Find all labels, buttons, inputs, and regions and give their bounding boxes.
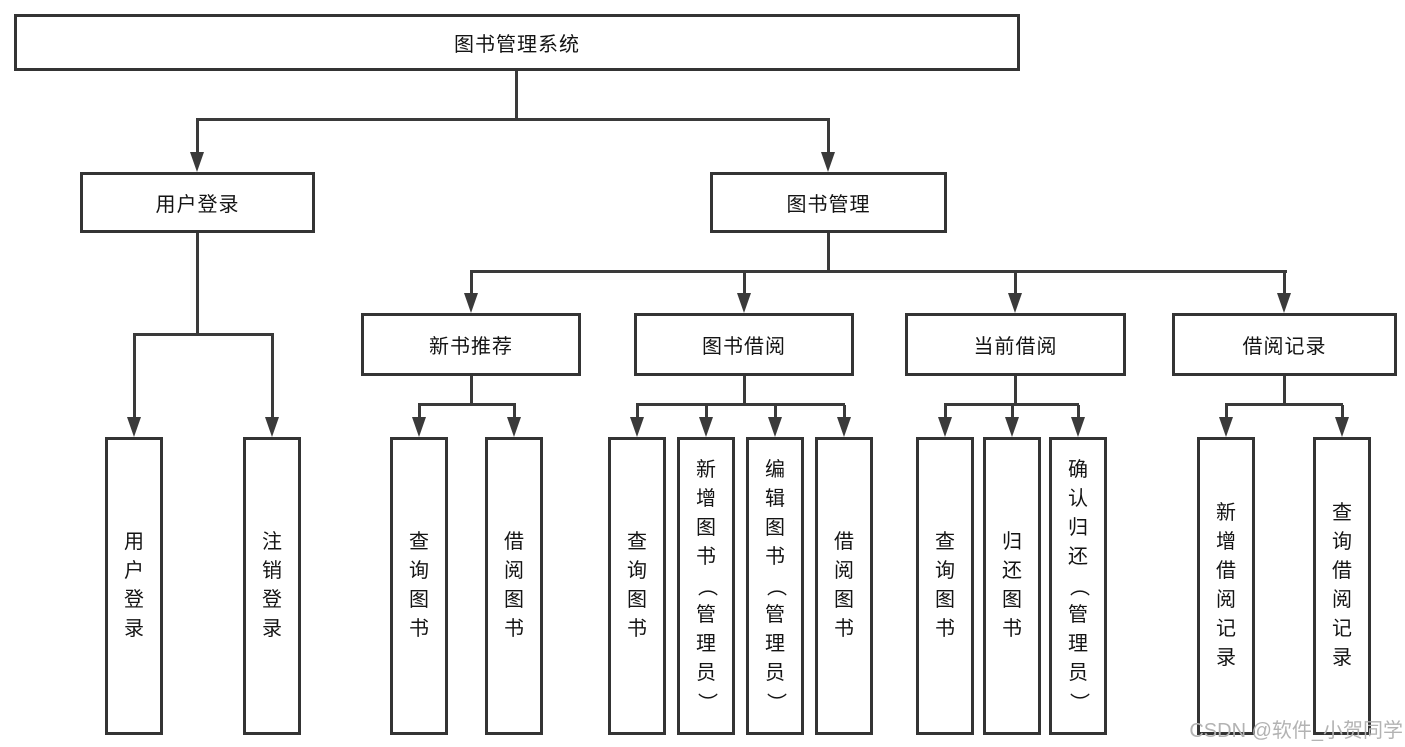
leaf-label: 查询图书 [409, 531, 429, 640]
leaf-label: 归还图书 [1002, 531, 1022, 640]
leaf-query-borrow-record: 查询借阅记录 [1313, 437, 1371, 735]
leaf-user-login: 用户登录 [105, 437, 163, 735]
connector-root-stem [515, 70, 518, 120]
connector-drop [1077, 405, 1080, 417]
arrow-down-icon [190, 152, 204, 172]
arrow-down-icon [737, 293, 751, 313]
leaf-label: 新增图书（管理员） [695, 458, 718, 713]
arrow-down-icon [127, 417, 141, 437]
arrow-down-icon [507, 417, 521, 437]
connector-recommend-stem [470, 375, 473, 405]
node-label: 新书推荐 [429, 336, 513, 358]
connector-drop [636, 405, 639, 417]
leaf-borrow-book-recommend: 借阅图书 [485, 437, 543, 735]
connector-borrow-stem [743, 375, 746, 405]
leaf-confirm-return-admin: 确认归还（管理员） [1049, 437, 1107, 735]
node-user-login: 用户登录 [80, 172, 315, 233]
node-label: 图书管理 [786, 194, 871, 216]
node-new-book-recommend: 新书推荐 [361, 313, 581, 376]
arrow-down-icon [1277, 293, 1291, 313]
arrow-down-icon [630, 417, 644, 437]
leaf-edit-book-admin: 编辑图书（管理员） [746, 437, 804, 735]
node-label: 当前借阅 [973, 336, 1058, 358]
leaf-label: 确认归还（管理员） [1067, 458, 1090, 713]
connector-drop [133, 335, 136, 417]
arrow-down-icon [1005, 417, 1019, 437]
connector-recommend-branch [418, 403, 516, 406]
connector-root-branch [196, 118, 830, 121]
leaf-query-book-current: 查询图书 [916, 437, 974, 735]
connector-record-stem [1283, 375, 1286, 405]
connector-drop [1011, 405, 1014, 417]
leaf-label: 查询图书 [935, 531, 955, 640]
arrow-down-icon [768, 417, 782, 437]
arrow-down-icon [265, 417, 279, 437]
connector-drop [1283, 272, 1286, 293]
leaf-label: 借阅图书 [834, 531, 854, 640]
connector-record-branch [1225, 403, 1343, 406]
connector-drop [1014, 272, 1017, 293]
connector-book-branch [470, 270, 1287, 273]
node-label: 借阅记录 [1242, 336, 1327, 358]
connector-drop [774, 405, 777, 417]
csdn-watermark: CSDN @软件_小贺同学 [1189, 720, 1403, 742]
connector-drop [705, 405, 708, 417]
leaf-label: 注销登录 [262, 531, 282, 640]
connector-current-branch [944, 403, 1079, 406]
leaf-label: 借阅图书 [504, 531, 524, 640]
node-library-management-system: 图书管理系统 [14, 14, 1020, 71]
connector-user-stem [196, 232, 199, 335]
connector-drop [944, 405, 947, 417]
connector-drop [513, 405, 516, 417]
connector-drop [271, 335, 274, 417]
connector-current-stem [1014, 375, 1017, 405]
leaf-label: 查询借阅记录 [1332, 502, 1352, 669]
connector-user-branch [133, 333, 274, 336]
arrow-down-icon [821, 152, 835, 172]
node-book-management: 图书管理 [710, 172, 947, 233]
leaf-add-book-admin: 新增图书（管理员） [677, 437, 735, 735]
leaf-label: 新增借阅记录 [1216, 502, 1236, 669]
connector-borrow-branch [636, 403, 845, 406]
connector-drop [1341, 405, 1344, 417]
leaf-add-borrow-record: 新增借阅记录 [1197, 437, 1255, 735]
connector-drop [196, 120, 199, 152]
leaf-logout-login: 注销登录 [243, 437, 301, 735]
connector-drop [743, 272, 746, 293]
arrow-down-icon [1071, 417, 1085, 437]
arrow-down-icon [464, 293, 478, 313]
leaf-query-book-borrow: 查询图书 [608, 437, 666, 735]
leaf-label: 编辑图书（管理员） [764, 458, 787, 713]
node-current-borrow: 当前借阅 [905, 313, 1126, 376]
arrow-down-icon [1219, 417, 1233, 437]
node-label: 图书管理系统 [454, 34, 580, 56]
leaf-label: 用户登录 [124, 531, 144, 640]
node-book-borrow: 图书借阅 [634, 313, 854, 376]
connector-drop [418, 405, 421, 417]
arrow-down-icon [1335, 417, 1349, 437]
arrow-down-icon [837, 417, 851, 437]
connector-drop [1225, 405, 1228, 417]
node-label: 图书借阅 [702, 336, 786, 358]
node-borrow-record: 借阅记录 [1172, 313, 1397, 376]
leaf-query-book-recommend: 查询图书 [390, 437, 448, 735]
leaf-label: 查询图书 [627, 531, 647, 640]
leaf-return-book: 归还图书 [983, 437, 1041, 735]
node-label: 用户登录 [155, 194, 240, 216]
arrow-down-icon [1008, 293, 1022, 313]
connector-drop [827, 120, 830, 152]
arrow-down-icon [699, 417, 713, 437]
connector-drop [843, 405, 846, 417]
leaf-borrow-book-borrow: 借阅图书 [815, 437, 873, 735]
connector-book-stem [827, 232, 830, 272]
arrow-down-icon [412, 417, 426, 437]
connector-drop [470, 272, 473, 293]
arrow-down-icon [938, 417, 952, 437]
